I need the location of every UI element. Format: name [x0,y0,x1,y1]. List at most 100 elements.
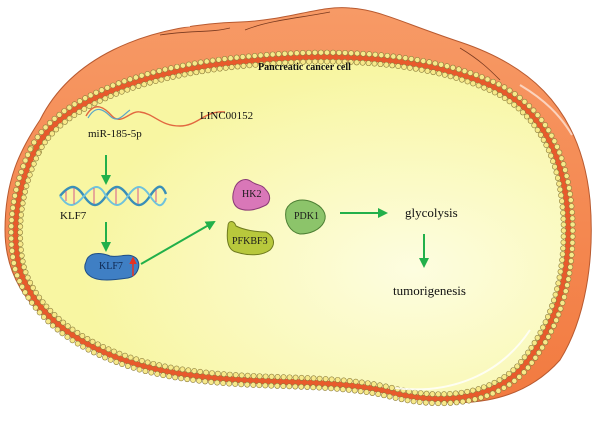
lipid-head [299,50,306,56]
lipid-head [20,163,27,170]
lipid-head [514,363,521,370]
lipid-head [542,339,549,346]
lipid-head [383,61,390,68]
lipid-head [61,108,68,114]
lipid-head [262,373,269,380]
lipid-head [547,308,553,315]
lipid-head [9,247,15,254]
lipid-head [14,272,21,279]
lipid-head [8,235,15,242]
lipid-head [424,68,431,74]
lipid-head [154,371,161,377]
lipid-head [167,364,174,371]
lipid-head [543,142,550,148]
lipid-head [530,107,537,114]
lipid-head [458,76,465,83]
lipid-head [43,303,50,310]
lipid-head [410,398,417,405]
lipid-head [102,354,108,361]
lipid-head [9,211,16,217]
lipid-head [215,56,222,63]
lipid-head [506,98,513,105]
lipid-head [42,124,49,131]
lipid-head [119,361,125,368]
lipid-head [359,59,366,66]
lipid-head [185,367,192,374]
lipid-head [197,59,204,66]
lipid-head [280,383,287,390]
lipid-head [414,57,421,63]
lipid-head [10,260,17,266]
lipid-head [252,61,259,68]
lipid-head [366,51,373,58]
lipid-head [34,134,41,141]
lipid-head [282,59,289,66]
lipid-head [124,86,131,93]
lipid-head [66,104,73,111]
lipid-head [458,389,465,396]
lipid-head [127,354,134,361]
lipid-head [470,80,476,87]
lipid-head [542,319,549,326]
lipid-head [54,326,61,333]
lipid-head [444,63,450,70]
lipid-head [19,283,26,290]
lipid-head [351,387,358,394]
lipid-head [238,381,245,388]
lipid-head [441,400,448,407]
lipid-head [16,278,23,285]
lipid-head [33,155,39,162]
lipid-head [190,377,196,383]
lipid-head [152,78,159,85]
lipid-head [84,335,91,342]
lipid-head [86,103,93,110]
lipid-head [226,380,233,387]
lipid-head [532,354,539,361]
lipid-head [24,151,31,158]
lipid-head [416,399,423,405]
lipid-head [116,350,123,357]
lipid-head [560,221,567,228]
lipid-head [555,280,562,287]
lipid-head [74,340,81,347]
lipid-head [13,186,20,193]
lipid-head [377,61,384,68]
lipid-head [478,74,485,81]
lipid-head [244,381,251,388]
lipid-head [306,58,312,65]
lnc-rna-label: LINC00152 [200,110,254,122]
lipid-head [402,55,409,61]
lipid-head [281,50,288,57]
lipid-head [336,49,342,56]
lipid-head [156,68,163,74]
lipid-head [554,175,561,181]
membrane-fold [244,11,331,31]
lipid-head [560,245,567,252]
lipid-head [555,311,562,318]
lipid-head [525,364,531,371]
lipid-head [234,63,241,70]
lipid-head [30,160,37,167]
lipid-head [56,111,63,118]
lipid-head [475,82,482,89]
lipid-head [452,390,459,397]
lipid-head [467,70,474,76]
lipid-head [490,78,497,85]
lipid-head [328,385,334,392]
lipid-head [569,209,575,216]
lipid-head [545,334,552,340]
lipid-head [228,64,235,71]
lipid-head [386,393,393,400]
lipid-head [528,344,535,351]
lipid-head [540,324,546,331]
lipid-head [345,387,352,393]
lipid-head [459,398,466,405]
lipid-head [113,90,120,97]
lipid-head [17,235,24,242]
lipid-head [31,139,37,146]
lipid-head [294,59,301,66]
lipid-head [511,377,518,384]
lipid-head [565,276,572,283]
lipid-head [202,378,208,385]
